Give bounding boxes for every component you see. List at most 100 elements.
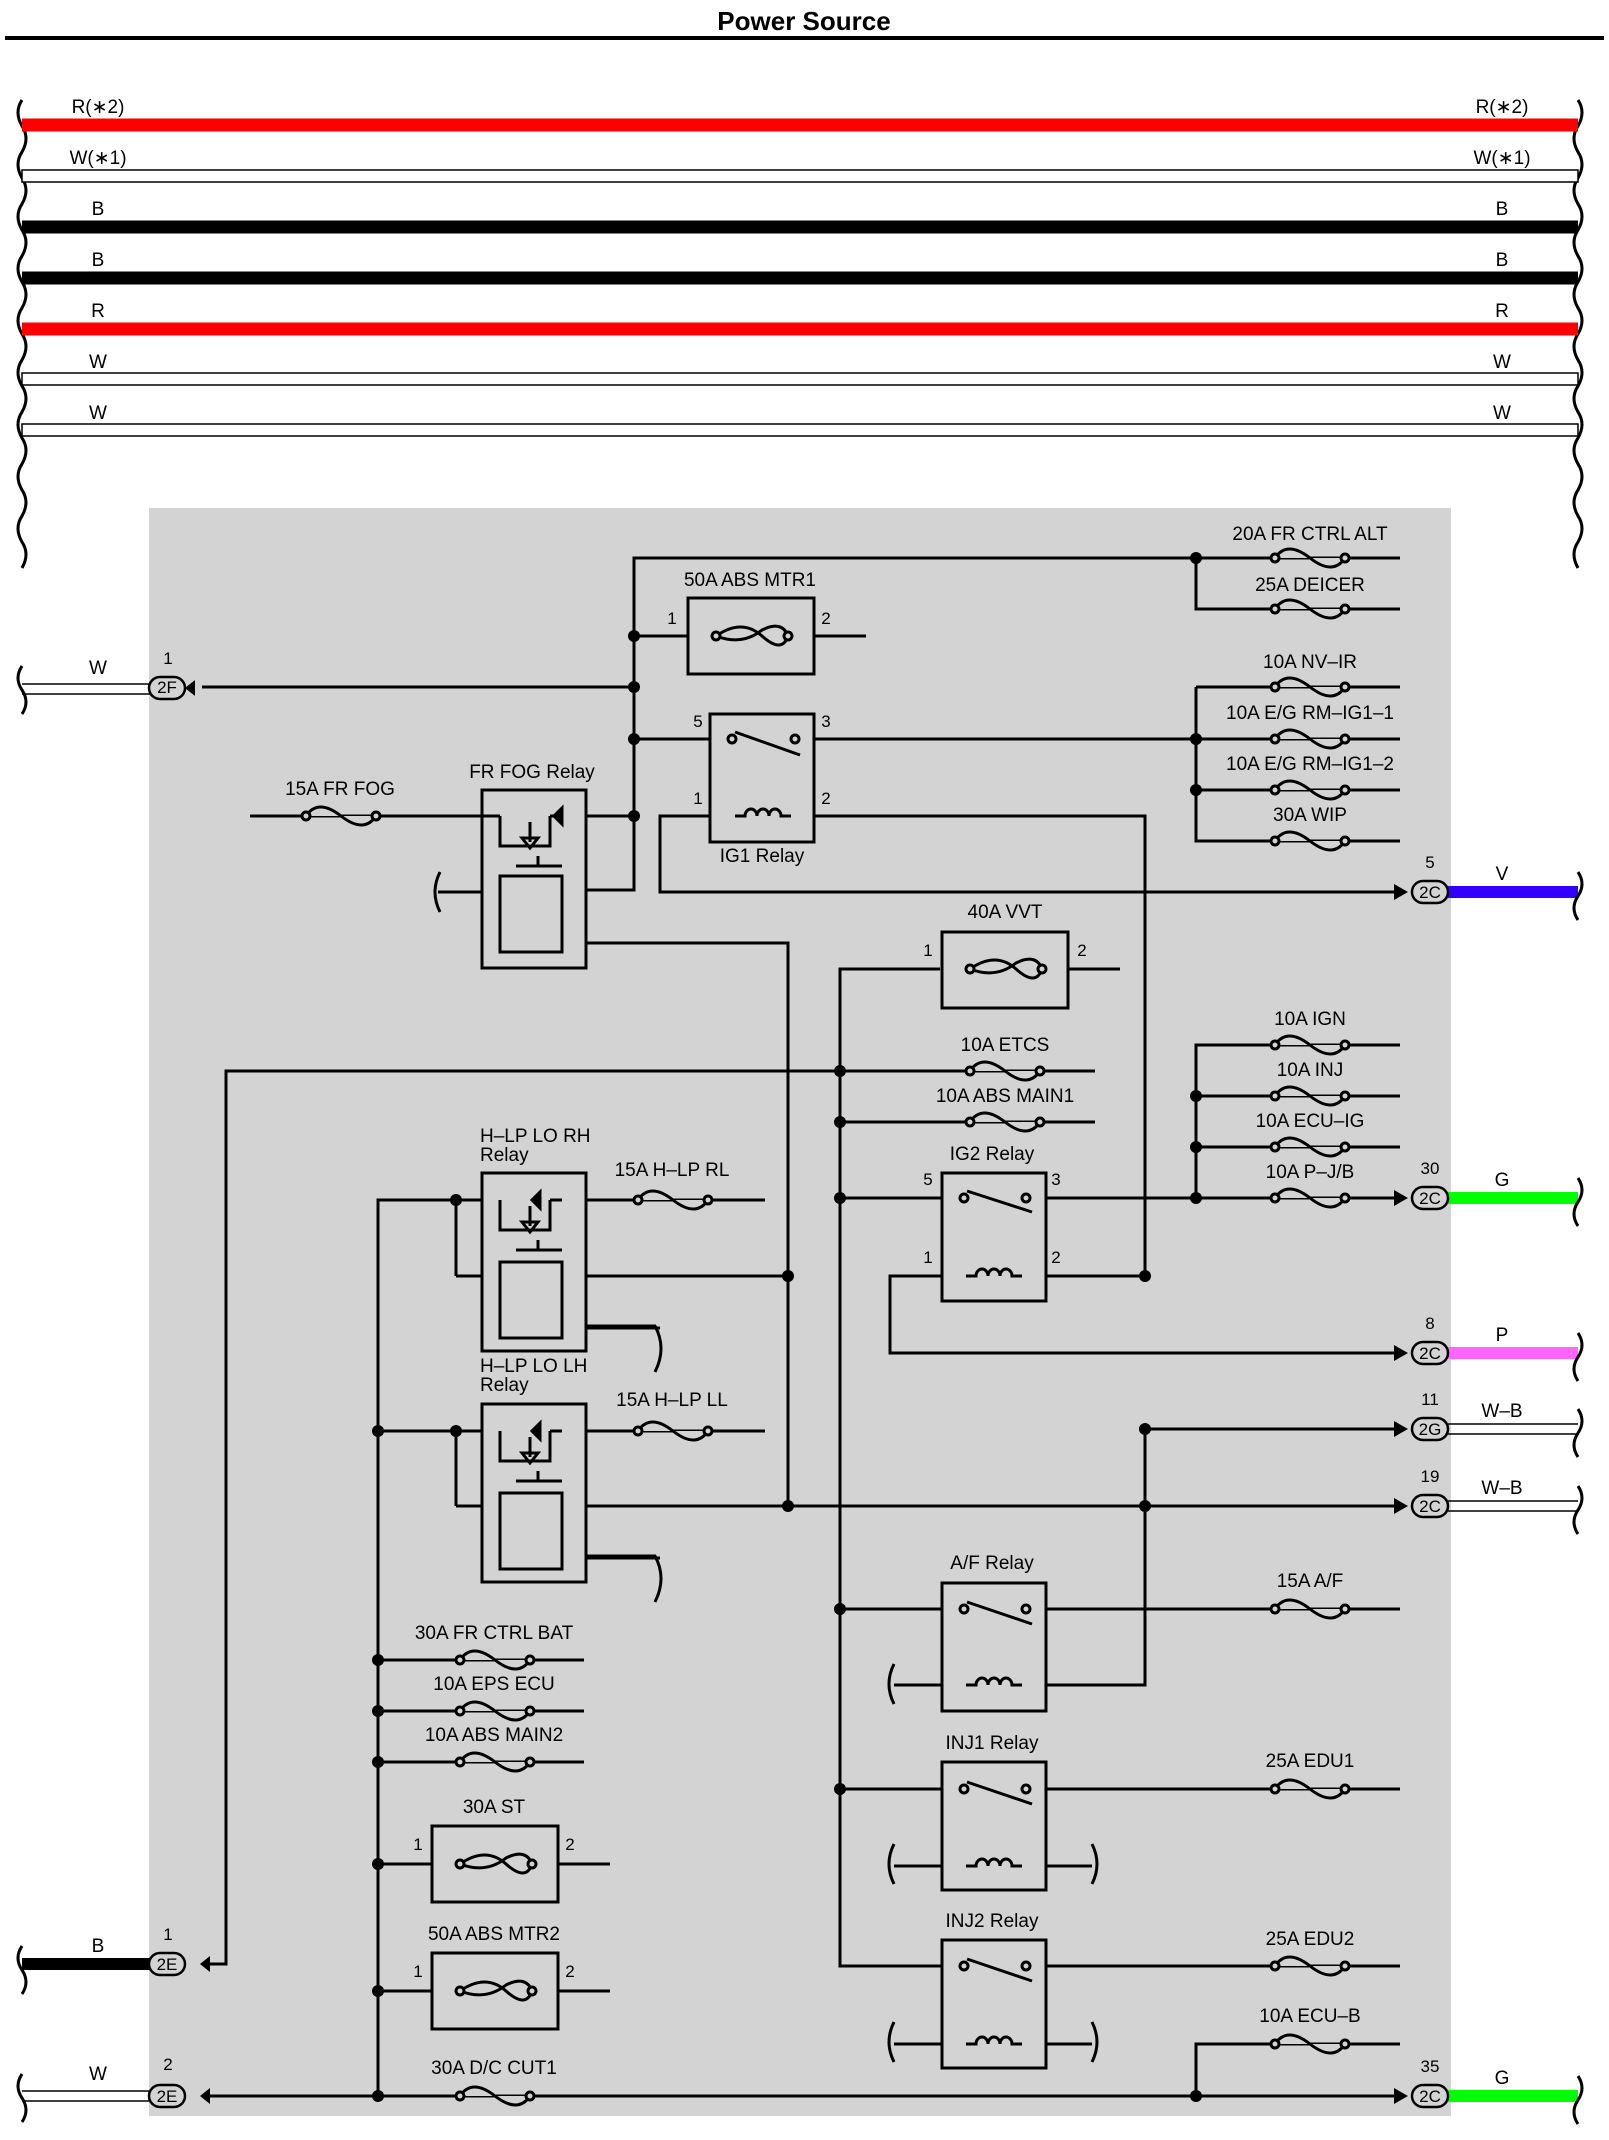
fuse-label: 15A A/F (1277, 1571, 1344, 1592)
wire-color: V (1496, 864, 1509, 885)
connector-code: 2C (1419, 1344, 1441, 1363)
pin-number: 2 (1077, 941, 1086, 960)
fuse-label: 15A H–LP RL (615, 1160, 730, 1181)
connector-code: 2C (1419, 2087, 1441, 2106)
pin-number: 2 (821, 609, 830, 628)
relay-label: A/F Relay (950, 1553, 1034, 1574)
fuse-eg-rm-ig1-2-symbol (1269, 779, 1351, 801)
fuse-deicer-symbol (1269, 598, 1351, 620)
pin-number: 35 (1421, 2057, 1440, 2076)
pin-number: 30 (1421, 1159, 1440, 1178)
pin-number: 1 (413, 1835, 422, 1854)
pin-number: 2 (565, 1835, 574, 1854)
diagram-title: Power Source (717, 6, 890, 36)
relay-ig1 (708, 712, 816, 844)
fusible-links (430, 596, 1070, 2031)
pin-number: 3 (821, 712, 830, 731)
fuse-label: 15A H–LP LL (616, 1390, 728, 1411)
relay-label: IG1 Relay (720, 846, 805, 867)
pin-number: 19 (1421, 1467, 1440, 1486)
wire-color: B (92, 1936, 105, 1957)
pin-number: 1 (667, 609, 676, 628)
connector-2c-5: 2C 5 V (1394, 853, 1584, 921)
wire-color: G (1495, 2068, 1510, 2089)
pin-number: 2 (821, 789, 830, 808)
connector-2e-1: 2E 1 B (16, 1925, 210, 1995)
fuse-label: 30A FR CTRL BAT (415, 1623, 574, 1644)
harness-wire-label: B (1496, 199, 1509, 220)
wire-color: W (89, 2064, 107, 2085)
fuse-ign-symbol (1269, 1034, 1351, 1056)
pin-number: 5 (693, 712, 702, 731)
pin-number: 1 (693, 789, 702, 808)
fuse-label: 10A E/G RM–IG1–1 (1226, 703, 1394, 724)
harness-wire-label: W (89, 352, 107, 373)
pin-number: 1 (163, 1925, 172, 1944)
relay-af (940, 1581, 1048, 1713)
fuse-ecu-ig-symbol (1269, 1136, 1351, 1158)
relay-ig2 (940, 1171, 1048, 1303)
pin-number: 1 (923, 941, 932, 960)
fuse-wip-symbol (1269, 830, 1351, 852)
connector-code: 2F (157, 678, 177, 697)
fuse-h-lp-rl-symbol (632, 1189, 714, 1211)
relay-label: Relay (480, 1375, 529, 1396)
pin-number: 8 (1425, 1314, 1434, 1333)
harness-wire-label: W (1493, 403, 1511, 424)
fuse-label: 10A INJ (1277, 1060, 1344, 1081)
fuse-label: 10A EPS ECU (433, 1674, 554, 1695)
connector-2c-8: 2C 8 P (1394, 1314, 1584, 1382)
component-labels: 20A FR CTRL ALT 25A DEICER 50A ABS MTR1 … (285, 524, 1394, 2079)
connector-2g-11: 2G 11 W–B (1394, 1390, 1584, 1458)
fuse-eps-ecu-symbol (454, 1700, 536, 1722)
harness-wire-label: W (89, 403, 107, 424)
fuse-p-jb-symbol (1269, 1187, 1351, 1209)
harness-wire-label: B (92, 250, 105, 271)
connector-code: 2C (1419, 883, 1441, 902)
relay-label: INJ2 Relay (946, 1911, 1039, 1932)
fuse-label: 30A D/C CUT1 (431, 2058, 557, 2079)
fuse-label: 50A ABS MTR1 (684, 570, 816, 591)
connector-code: 2C (1419, 1497, 1441, 1516)
small-fuses (300, 547, 1351, 2107)
harness-wire-label: W (1493, 352, 1511, 373)
fuse-label: 10A ECU–IG (1256, 1111, 1365, 1132)
relay-label: INJ1 Relay (946, 1733, 1039, 1754)
fuse-etcs-symbol (964, 1060, 1046, 1082)
fuse-label: 40A VVT (968, 902, 1043, 923)
pin-number: 5 (923, 1170, 932, 1189)
fuse-label: 10A IGN (1274, 1009, 1346, 1030)
fuse-label: 10A ECU–B (1259, 2006, 1360, 2027)
connector-2c-30: 2C 30 G (1394, 1159, 1584, 1227)
relay-hlp-lo-rh (480, 1171, 663, 1373)
harness-wire-r: R R (22, 301, 1578, 336)
wire-breaks (433, 871, 1099, 2063)
fuse-dc-cut1-symbol (454, 2085, 536, 2107)
fuse-abs-main2-symbol (454, 1751, 536, 1773)
wire-color: W (89, 658, 107, 679)
wire-color: W–B (1481, 1478, 1522, 1499)
fuse-af-symbol (1269, 1598, 1351, 1620)
pin-number: 1 (413, 1962, 422, 1981)
fuse-nv-ir-symbol (1269, 676, 1351, 698)
pin-number: 11 (1421, 1390, 1439, 1409)
harness-wire-label: R (1495, 301, 1509, 322)
relay-label: H–LP LO RH (480, 1126, 591, 1147)
relay-label: FR FOG Relay (469, 762, 595, 783)
pin-number: 2 (565, 1962, 574, 1981)
pin-number: 1 (923, 1248, 932, 1267)
harness-wire-w-2: W W (21, 352, 1579, 386)
relays (480, 712, 1048, 2070)
relay-inj2 (940, 1938, 1048, 2070)
connector-code: 2G (1419, 1420, 1442, 1439)
fuse-label: 10A E/G RM–IG1–2 (1226, 754, 1394, 775)
fuse-fr-ctrl-bat-symbol (454, 1649, 536, 1671)
relay-inj1 (940, 1760, 1048, 1892)
harness-wire-label: B (92, 199, 105, 220)
fuse-inj-symbol (1269, 1085, 1351, 1107)
fuse-eg-rm-ig1-1-symbol (1269, 728, 1351, 750)
relay-label: IG2 Relay (950, 1144, 1035, 1165)
relay-hlp-lo-lh (480, 1402, 663, 1603)
fuse-edu1-symbol (1269, 1778, 1351, 1800)
pin-number: 1 (163, 649, 172, 668)
